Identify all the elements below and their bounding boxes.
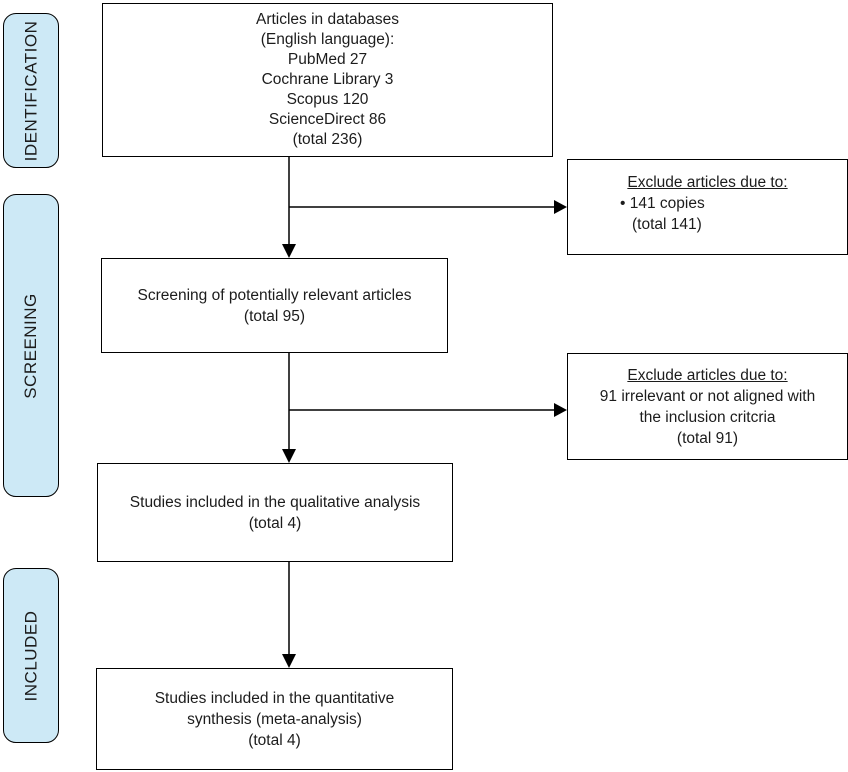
stage-screening: SCREENING <box>3 194 59 497</box>
box-line: (total 95) <box>243 307 306 325</box>
exclude-total: (total 141) <box>632 216 702 233</box>
stage-included: INCLUDED <box>3 568 59 743</box>
arrow-qualitative-to-quantitative-head <box>282 654 296 668</box>
box-line: (total 4) <box>248 514 302 532</box>
box-line: Scopus 120 <box>286 91 369 108</box>
box-line: Studies included in the quantitative <box>154 689 395 707</box>
arrow-branch-to-exclude1-head <box>554 200 567 214</box>
box-line: (English language): <box>260 31 395 48</box>
exclude-title: Exclude articles due to: <box>627 366 788 384</box>
stage-identification: IDENTIFICATION <box>3 13 59 168</box>
arrow-databases-to-screening-head <box>282 244 296 258</box>
stage-identification-label: IDENTIFICATION <box>21 20 41 161</box>
box-line: (total 236) <box>292 131 363 148</box>
stage-included-label: INCLUDED <box>21 610 40 701</box>
exclude-bullet-item: • 141 copies <box>620 195 705 212</box>
box-line: (total 91) <box>676 429 739 447</box>
box-line: Studies included in the qualitative anal… <box>129 493 421 511</box>
exclude-title: Exclude articles due to: <box>627 174 788 191</box>
box-line: the inclusion critcria <box>639 408 776 426</box>
arrow-branch-to-exclude2-head <box>554 403 567 417</box>
box-line: 91 irrelevant or not aligned with <box>599 387 816 405</box>
box-exclude-copies: Exclude articles due to: • 141 copies (t… <box>567 159 848 255</box>
box-screening: Screening of potentially relevant articl… <box>101 258 448 353</box>
box-line: Articles in databases <box>255 11 400 28</box>
stage-screening-label: SCREENING <box>21 292 41 399</box>
box-line: synthesis (meta-analysis) <box>187 710 362 728</box>
box-exclude-irrelevant: Exclude articles due to: 91 irrelevant o… <box>567 353 848 460</box>
arrow-screening-to-qualitative-head <box>282 449 296 463</box>
box-quantitative-synthesis: Studies included in the quantitative syn… <box>96 668 453 770</box>
box-line: Screening of potentially relevant articl… <box>137 286 412 304</box>
box-line: (total 4) <box>248 731 301 749</box>
box-articles-in-databases: Articles in databases (English language)… <box>102 3 553 157</box>
box-line: Cochrane Library 3 <box>261 71 394 88</box>
box-line: PubMed 27 <box>287 51 368 68</box>
box-line: ScienceDirect 86 <box>268 111 387 128</box>
box-qualitative-analysis: Studies included in the qualitative anal… <box>97 463 453 562</box>
